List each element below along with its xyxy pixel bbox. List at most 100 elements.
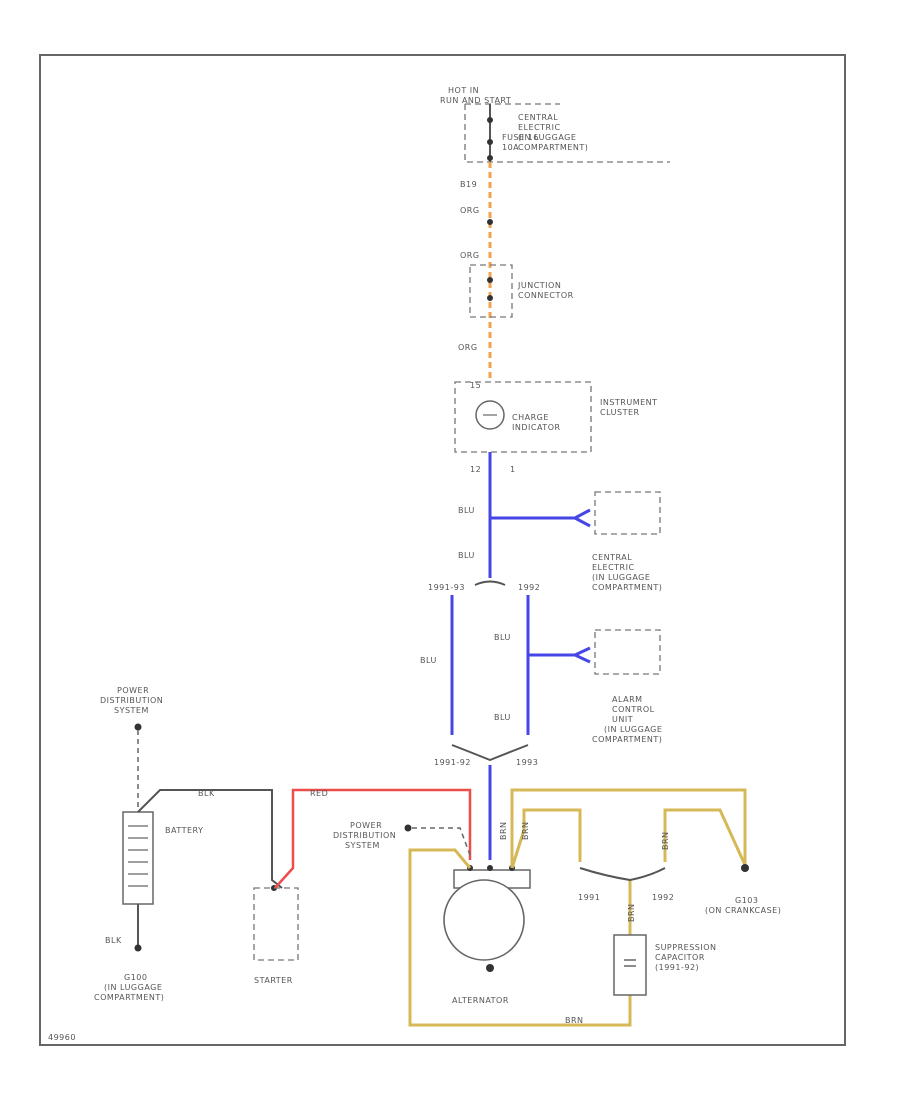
alarm-control-label: ALARM CONTROL UNIT (IN LUGGAGE COMPARTME… bbox=[592, 695, 662, 744]
svg-text:COMPARTMENT): COMPARTMENT) bbox=[592, 735, 662, 744]
svg-text:(1991-92): (1991-92) bbox=[655, 963, 699, 972]
ground-g100-dot bbox=[134, 944, 142, 952]
central-electric-top-box bbox=[464, 103, 670, 163]
alternator-label: ALTERNATOR bbox=[452, 996, 509, 1005]
svg-text:FUSE 16: FUSE 16 bbox=[502, 133, 539, 142]
blue-wire-arrow-2 bbox=[574, 653, 591, 664]
svg-text:COMPARTMENT): COMPARTMENT) bbox=[518, 143, 588, 152]
junction-pin-2 bbox=[487, 295, 493, 301]
wire-label-blu-2: BLU bbox=[458, 551, 475, 560]
svg-text:CHARGE: CHARGE bbox=[512, 413, 549, 422]
pin-label-15: 15 bbox=[470, 381, 481, 390]
suppression-capacitor-icon bbox=[613, 934, 647, 996]
svg-text:G103: G103 bbox=[735, 896, 758, 905]
svg-text:(IN LUGGAGE: (IN LUGGAGE bbox=[518, 133, 576, 142]
splice-dot-1 bbox=[487, 219, 493, 225]
svg-text:(IN LUGGAGE: (IN LUGGAGE bbox=[104, 983, 162, 992]
svg-text:SYSTEM: SYSTEM bbox=[345, 841, 380, 850]
alternator-ground-dot bbox=[486, 964, 494, 972]
svg-text:SYSTEM: SYSTEM bbox=[114, 706, 149, 715]
wire-label-blk: BLK bbox=[198, 789, 215, 798]
central-electric-mid-box bbox=[594, 491, 661, 535]
black-wire-battery-to-starter bbox=[137, 789, 283, 889]
svg-text:CAPACITOR: CAPACITOR bbox=[655, 953, 705, 962]
svg-text:CLUSTER: CLUSTER bbox=[600, 408, 640, 417]
battery-label: BATTERY bbox=[165, 826, 203, 835]
starter-label: STARTER bbox=[254, 976, 293, 985]
year-label-1991-93: 1991-93 bbox=[428, 583, 465, 592]
svg-text:INSTRUMENT: INSTRUMENT bbox=[600, 398, 658, 407]
year-merge-bottom bbox=[451, 744, 529, 762]
svg-text:ELECTRIC: ELECTRIC bbox=[592, 563, 635, 572]
alarm-control-box bbox=[594, 629, 661, 675]
blue-wire-1992 bbox=[526, 595, 591, 657]
svg-text:ELECTRIC: ELECTRIC bbox=[518, 123, 561, 132]
wire-label-blu-3: BLU bbox=[420, 656, 437, 665]
year-split-bottom bbox=[579, 867, 666, 882]
svg-text:COMPARTMENT): COMPARTMENT) bbox=[592, 583, 662, 592]
fuse-terminal-bottom bbox=[487, 155, 493, 161]
svg-text:CONNECTOR: CONNECTOR bbox=[518, 291, 574, 300]
wire-label-blu-1: BLU bbox=[458, 506, 475, 515]
diagram-frame bbox=[39, 54, 846, 1046]
svg-text:UNIT: UNIT bbox=[612, 715, 633, 724]
wire-label-brn-4: BRN bbox=[627, 903, 636, 922]
year-split-top bbox=[474, 580, 506, 586]
svg-text:INDICATOR: INDICATOR bbox=[512, 423, 561, 432]
power-distribution-mid-label: POWER DISTRIBUTION SYSTEM bbox=[333, 821, 396, 850]
svg-text:G100: G100 bbox=[124, 973, 147, 982]
battery-cells bbox=[128, 825, 148, 887]
power-distribution-left-dot bbox=[134, 723, 142, 731]
charge-indicator-label: CHARGE INDICATOR bbox=[512, 413, 561, 432]
year-label-1991: 1991 bbox=[578, 893, 600, 902]
svg-text:JUNCTION: JUNCTION bbox=[517, 281, 561, 290]
junction-connector-box bbox=[469, 264, 513, 318]
svg-text:10A: 10A bbox=[502, 143, 519, 152]
pin-label-1: 1 bbox=[510, 465, 516, 474]
brown-wire-to-g103 bbox=[510, 788, 747, 868]
svg-text:POWER: POWER bbox=[117, 686, 149, 695]
ground-g100-label: G100 (IN LUGGAGE COMPARTMENT) bbox=[94, 973, 164, 1002]
central-electric-top-label: CENTRAL ELECTRIC (IN LUGGAGE COMPARTMENT… bbox=[518, 113, 588, 152]
year-label-1993: 1993 bbox=[516, 758, 538, 767]
hot-in-label: HOT IN bbox=[448, 86, 479, 95]
alternator-terminal-d-plus bbox=[487, 865, 493, 871]
wire-label-b19: B19 bbox=[460, 180, 477, 189]
wire-label-brn-5: BRN bbox=[565, 1016, 584, 1025]
junction-connector-label: JUNCTION CONNECTOR bbox=[517, 281, 574, 300]
wire-label-brn-1: BRN bbox=[499, 821, 508, 840]
wire-label-blk-bottom: BLK bbox=[105, 936, 122, 945]
year-label-1991-92: 1991-92 bbox=[434, 758, 471, 767]
charge-indicator-lamp-icon bbox=[475, 400, 505, 430]
blue-wires bbox=[450, 452, 591, 860]
brown-wires bbox=[408, 788, 747, 1027]
svg-text:DISTRIBUTION: DISTRIBUTION bbox=[100, 696, 163, 705]
svg-text:CONTROL: CONTROL bbox=[612, 705, 655, 714]
central-electric-mid-label: CENTRAL ELECTRIC (IN LUGGAGE COMPARTMENT… bbox=[592, 553, 662, 592]
wire-label-brn-3: BRN bbox=[661, 831, 670, 850]
wire-label-org-1: ORG bbox=[460, 206, 480, 215]
svg-text:POWER: POWER bbox=[350, 821, 382, 830]
ground-g103-label: G103 (ON CRANKCASE) bbox=[705, 896, 781, 915]
ground-g103-dot bbox=[741, 864, 749, 872]
svg-text:CENTRAL: CENTRAL bbox=[592, 553, 632, 562]
wire-label-org-3: ORG bbox=[458, 343, 478, 352]
blue-wire-to-central-electric bbox=[488, 452, 591, 520]
wire-label-brn-2: BRN bbox=[521, 821, 530, 840]
instrument-cluster-label: INSTRUMENT CLUSTER bbox=[600, 398, 658, 417]
svg-text:SUPPRESSION: SUPPRESSION bbox=[655, 943, 717, 952]
power-distribution-mid-dashed bbox=[412, 827, 471, 856]
red-wire bbox=[274, 788, 472, 889]
blue-wire-arrow bbox=[574, 516, 591, 528]
year-label-1992: 1992 bbox=[518, 583, 540, 592]
svg-text:DISTRIBUTION: DISTRIBUTION bbox=[333, 831, 396, 840]
diagram-id-label: 49960 bbox=[48, 1033, 76, 1042]
brown-wire-to-1991 bbox=[510, 808, 582, 869]
svg-text:(IN LUGGAGE: (IN LUGGAGE bbox=[604, 725, 662, 734]
power-distribution-mid-dot bbox=[404, 824, 412, 832]
brown-wire-1992-loop bbox=[663, 808, 747, 866]
wire-label-org-2: ORG bbox=[460, 251, 480, 260]
year-label-1992b: 1992 bbox=[652, 893, 674, 902]
svg-text:CENTRAL: CENTRAL bbox=[518, 113, 558, 122]
